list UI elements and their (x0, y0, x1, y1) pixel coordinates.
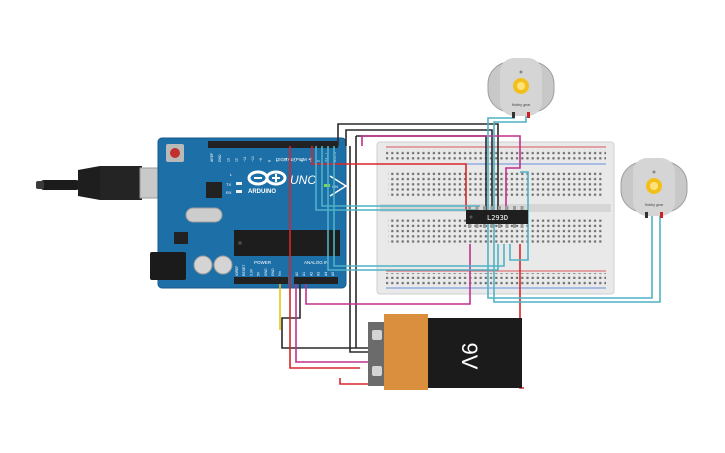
chip-label: L293D (487, 214, 508, 222)
pin-label: ~10 (251, 156, 255, 162)
wire-cyan (315, 146, 478, 211)
pin-label: 2 (317, 160, 321, 162)
wire-cyan (321, 146, 480, 207)
pin-label: A2 (309, 272, 313, 276)
pin-label: A3 (317, 272, 321, 276)
wire-black (337, 123, 499, 210)
chip-pin (513, 224, 516, 228)
pin-label: 3.3V (249, 268, 253, 276)
pin-label: RESET (242, 265, 246, 276)
wire-magenta (305, 244, 471, 305)
chip-pin (505, 206, 509, 210)
pin-label: RX←0 (333, 152, 337, 162)
pin-label: GND (218, 154, 222, 162)
chip-pin (468, 224, 471, 228)
on-label: ON (332, 184, 338, 189)
pin-label: AREF (210, 153, 214, 162)
analog-header (294, 277, 338, 284)
rx-label: RX (226, 190, 232, 195)
digital-pin-labels: AREF GND 13 12 ~11 ~10 ~9 8 7 ~6 ~5 4 ~3 2 TX→1 RX←0 (210, 152, 337, 162)
wire-magenta (295, 284, 372, 363)
chip-pin (490, 206, 494, 210)
wire-magenta (361, 135, 521, 210)
chip-pin (490, 224, 494, 228)
chip-pin (513, 206, 516, 210)
pin-label: 7 (276, 160, 280, 162)
chip-pin (520, 206, 524, 210)
arduino-brand: ARDUINO (248, 189, 276, 195)
power-header (234, 277, 288, 284)
chip-pin (498, 206, 501, 210)
pin-label: ~6 (284, 158, 288, 162)
analog-label: ANALOG IN (304, 260, 329, 265)
wire-cyan (333, 146, 505, 267)
pin-label: ~5 (292, 158, 296, 162)
chip-pin (468, 206, 471, 210)
usb-cable (40, 180, 80, 190)
wire-red (311, 146, 467, 210)
wire-cyan (509, 171, 529, 261)
tx-label: TX (226, 182, 231, 187)
wire-cyan (327, 146, 499, 271)
pin-label: A4 (324, 272, 328, 276)
pin-label: A0 (295, 272, 299, 276)
pin-label: 12 (235, 158, 239, 162)
wire-black (281, 284, 372, 349)
pin-label: TX→1 (325, 152, 329, 162)
dc-motor: Hobby gear (620, 158, 688, 218)
wires (279, 110, 661, 389)
pin-label: 13 (226, 158, 230, 162)
l293d-chip: L293D (466, 206, 528, 228)
digital-header (208, 141, 338, 148)
atmega-chip (234, 230, 340, 256)
motor-label: Hobby gear (645, 203, 664, 207)
wire-black (345, 129, 493, 210)
battery-9v: 9V (368, 314, 522, 390)
chip-pin (498, 224, 501, 228)
chip-pin (483, 206, 486, 210)
wire-red (339, 378, 380, 385)
chip-pin (505, 224, 509, 228)
digital-label: DIGITAL (PWM ~) (276, 157, 313, 162)
power-jack (150, 252, 186, 280)
arduino-uno-board: ARDUINO UNO DIGITAL (PWM ~) TX RX L ON P… (36, 137, 348, 289)
chip-pin (520, 224, 524, 228)
pin-label: A1 (302, 272, 306, 276)
pin-label: 5V (257, 271, 261, 276)
chip-pin (475, 224, 479, 228)
pin-label: A5 (331, 272, 335, 276)
dc-motor: Hobby gear (487, 58, 555, 118)
l-label: L (230, 172, 233, 177)
pin-label: 4 (300, 160, 304, 162)
pin-label: ~3 (308, 158, 312, 162)
arduino-logo (247, 170, 287, 186)
pin-label: IOREF (235, 266, 239, 276)
pin-label: 8 (267, 160, 271, 162)
motor-label: Hobby gear (512, 103, 531, 107)
pin-label: ~9 (259, 158, 263, 162)
uno-label: UNO (290, 173, 317, 187)
pin-label: GND (264, 268, 268, 276)
power-label: POWER (254, 260, 272, 265)
pin-label: ~11 (243, 156, 247, 162)
chip-pin (475, 206, 479, 210)
pin-label: Vin (278, 271, 282, 276)
battery-label: 9V (457, 343, 482, 370)
wire-red (289, 146, 360, 369)
pin-label: GND (271, 268, 275, 276)
chip-pin (483, 224, 486, 228)
wire-black (349, 146, 372, 353)
